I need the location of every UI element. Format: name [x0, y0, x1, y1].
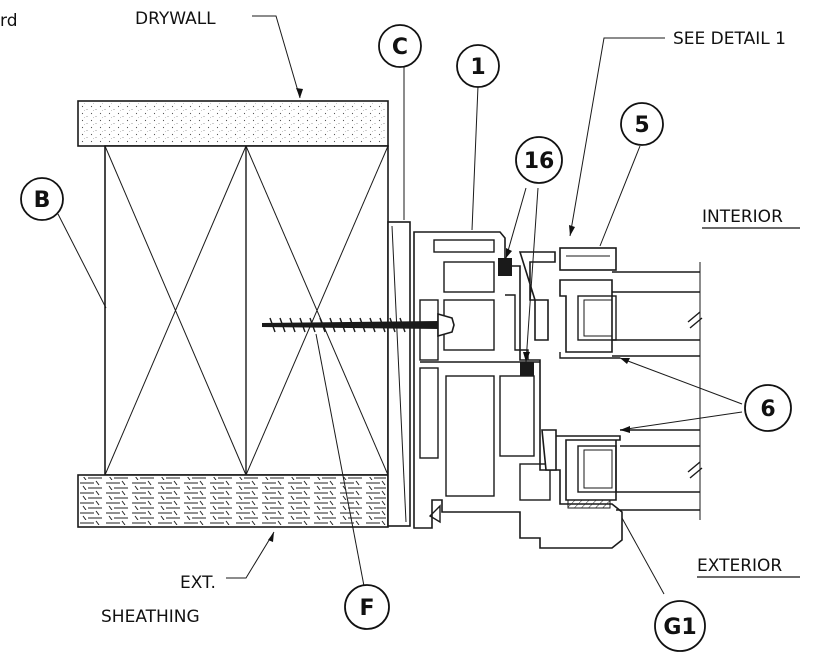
ext-sheathing-label-line1: EXT. [180, 573, 216, 593]
callout-f: F [344, 584, 390, 630]
exterior-label: EXTERIOR [697, 556, 782, 576]
callout-g1: G1 [654, 600, 706, 652]
callout-6: 6 [744, 384, 792, 432]
exterior-sheathing-board [77, 474, 389, 528]
callout-6-text: 6 [760, 397, 775, 422]
see-detail-label: SEE DETAIL 1 [673, 29, 786, 49]
mounting-screw [262, 312, 455, 338]
interior-label: INTERIOR [702, 207, 783, 227]
callout-16-text: 16 [524, 149, 555, 174]
wood-stud-framing [104, 145, 389, 476]
leader-lines [57, 15, 800, 595]
cropped-corner-text: rd [0, 11, 17, 31]
insulated-glass-units [612, 262, 703, 520]
callout-5: 5 [620, 102, 664, 146]
weatherstrip-gaskets [498, 258, 534, 376]
callout-g1-text: G1 [663, 615, 696, 640]
callout-5-text: 5 [634, 113, 649, 138]
drywall-board [77, 100, 389, 147]
callout-b-text: B [34, 188, 51, 213]
drywall-label: DRYWALL [135, 9, 216, 29]
callout-c-text: C [392, 35, 408, 60]
callout-c: C [378, 24, 422, 68]
ext-sheathing-label-line2: SHEATHING [101, 607, 200, 627]
callout-16: 16 [515, 136, 563, 184]
shim-strip [387, 221, 411, 527]
callout-b: B [20, 177, 64, 221]
callout-1-text: 1 [470, 55, 485, 80]
callout-1: 1 [456, 44, 500, 88]
window-frame-profile [413, 231, 623, 549]
callout-f-text: F [359, 596, 374, 621]
